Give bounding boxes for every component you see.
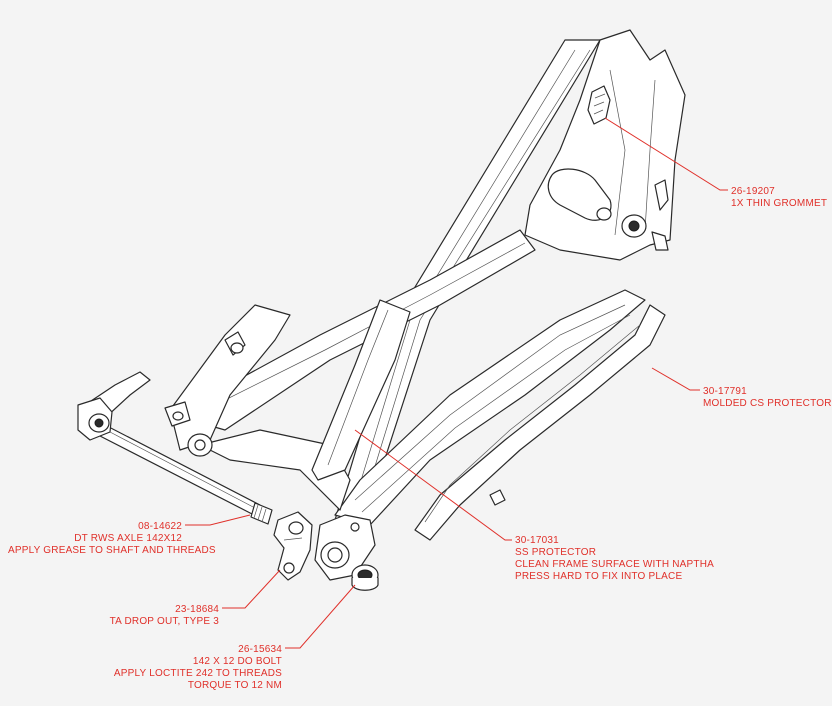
leader-lines <box>185 117 728 649</box>
chain-stay <box>334 289 646 526</box>
grommet-part-number: 26-19207 <box>731 186 775 197</box>
ss-protector-description: SS PROTECTOR <box>515 547 597 558</box>
axle-description: DT RWS AXLE 142X12 <box>74 533 182 544</box>
do-bolt-part <box>351 564 379 591</box>
ss-protector-instruction-clean: CLEAN FRAME SURFACE WITH NAPTHA <box>515 559 714 570</box>
callout-bolt: 26-15634 142 X 12 DO BOLT APPLY LOCTITE … <box>100 644 282 692</box>
callout-ss-protector: 30-17031 SS PROTECTOR CLEAN FRAME SURFAC… <box>515 535 714 583</box>
ss-protector-part-number: 30-17031 <box>515 535 559 546</box>
callout-dropout: 23-18684 TA DROP OUT, TYPE 3 <box>60 604 219 628</box>
lower-stay <box>199 429 351 511</box>
brake-mount <box>164 304 291 457</box>
ss-protector-part <box>311 299 411 481</box>
axle-instruction: APPLY GREASE TO SHAFT AND THREADS <box>8 545 216 556</box>
callout-cs-protector: 30-17791 MOLDED CS PROTECTOR <box>703 386 832 410</box>
cs-protector-part-number: 30-17791 <box>703 386 747 397</box>
callout-grommet: 26-19207 1X THIN GROMMET <box>731 186 827 210</box>
bolt-instruction-loctite: APPLY LOCTITE 242 TO THREADS <box>113 668 282 679</box>
axle-part <box>77 371 273 525</box>
bolt-description: 142 X 12 DO BOLT <box>192 656 282 667</box>
ss-protector-instruction-press: PRESS HARD TO FIX INTO PLACE <box>515 571 683 582</box>
cs-protector-description: MOLDED CS PROTECTOR <box>703 398 832 409</box>
axle-part-number: 08-14622 <box>138 521 182 532</box>
ta-dropout-part <box>273 511 313 581</box>
bolt-part-number: 26-15634 <box>238 644 282 655</box>
callout-axle: 08-14622 DT RWS AXLE 142X12 APPLY GREASE… <box>8 521 216 557</box>
cs-protector-part <box>414 304 666 541</box>
thin-grommet <box>587 85 611 125</box>
grommet-description: 1X THIN GROMMET <box>731 198 828 209</box>
yoke-assembly <box>524 29 686 261</box>
bolt-instruction-torque: TORQUE TO 12 NM <box>187 680 282 691</box>
frame-dropout <box>314 514 376 581</box>
dropout-part-number: 23-18684 <box>175 604 219 615</box>
dropout-description: TA DROP OUT, TYPE 3 <box>109 616 219 627</box>
